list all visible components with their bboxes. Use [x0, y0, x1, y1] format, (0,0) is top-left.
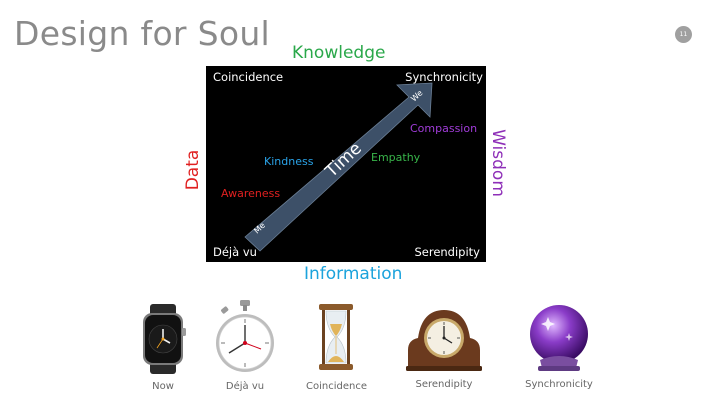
slide-title: Design for Soul	[14, 14, 271, 53]
time-arrow: Time Me We	[244, 82, 433, 252]
time-arrow-shape	[244, 82, 433, 252]
axis-label-information: Information	[304, 264, 403, 284]
mantel-clock-icon	[406, 310, 482, 371]
axis-label-wisdom: Wisdom	[488, 129, 508, 197]
smartwatch-icon	[143, 304, 186, 374]
axis-label-knowledge: Knowledge	[292, 43, 386, 63]
icons-row: Now Déjà vu	[0, 300, 720, 400]
hourglass-icon	[319, 304, 353, 370]
icon-item-serendipity: Serendipity	[404, 306, 484, 390]
word-kindness: Kindness	[264, 155, 314, 168]
corner-label-deja-vu: Déjà vu	[213, 245, 257, 259]
word-empathy: Empathy	[371, 151, 421, 164]
icon-label-serendipity: Serendipity	[415, 379, 473, 390]
icon-item-synchronicity: Synchronicity	[524, 302, 594, 390]
corner-label-serendipity: Serendipity	[414, 245, 480, 259]
icon-label-now: Now	[152, 381, 174, 392]
icon-label-coincidence: Coincidence	[306, 381, 367, 392]
icon-label-synchronicity: Synchronicity	[525, 379, 593, 390]
stopwatch-icon	[216, 300, 274, 372]
corner-label-coincidence: Coincidence	[213, 70, 284, 84]
icon-item-deja-vu: Déjà vu	[213, 300, 277, 392]
word-awareness: Awareness	[221, 187, 281, 200]
icon-item-coincidence: Coincidence	[306, 302, 367, 392]
corner-label-synchronicity: Synchronicity	[405, 70, 483, 84]
crystal-ball-icon	[530, 305, 588, 371]
axis-label-data: Data	[183, 149, 203, 191]
word-compassion: Compassion	[410, 122, 478, 135]
quadrant-box: Time Me We Coincidence Synchronicity Déj…	[206, 66, 486, 262]
icon-item-now: Now	[133, 304, 193, 392]
icon-label-deja-vu: Déjà vu	[225, 381, 265, 392]
page-number-badge: 11	[675, 26, 692, 43]
